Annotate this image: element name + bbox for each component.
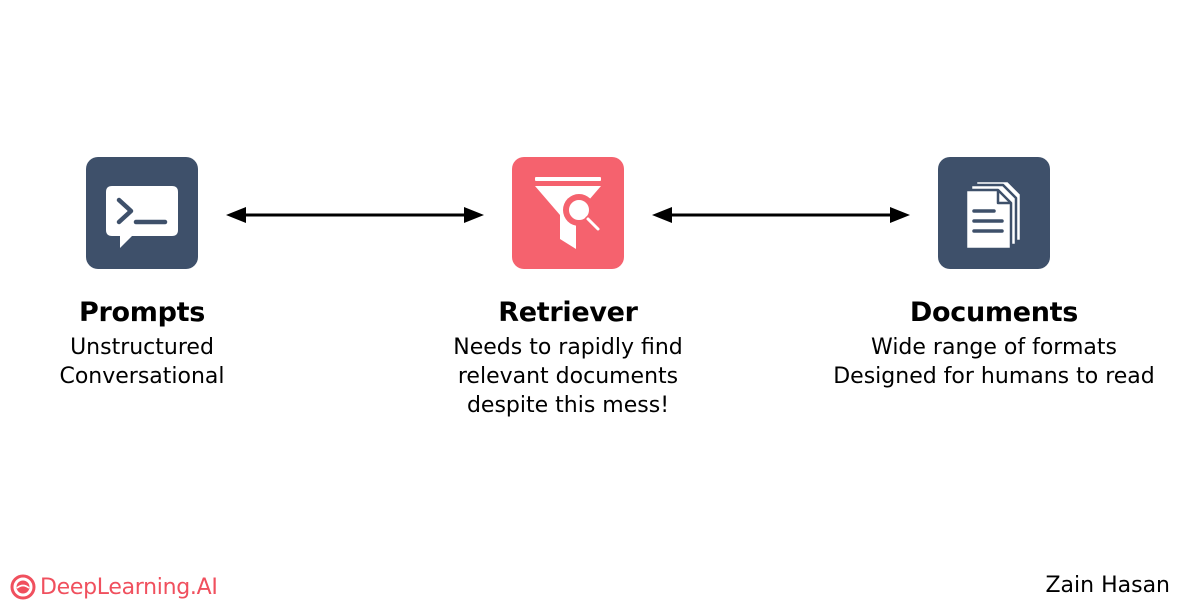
filter-search-icon (535, 177, 601, 249)
documents-icon (964, 179, 1023, 251)
prompts-desc-line: Conversational (59, 364, 225, 389)
retriever-desc-line: relevant documents (457, 364, 679, 389)
brand-name: DeepLearning.AI (40, 574, 218, 600)
documents-desc-line: Designed for humans to read (833, 364, 1155, 389)
documents-title: Documents (909, 297, 1079, 328)
retriever-desc-line: despite this mess! (466, 393, 670, 418)
prompts-description: Unstructured Conversational (22, 333, 262, 391)
deeplearning-ai-logo: DeepLearning.AI (10, 572, 218, 602)
prompts-icon-box (86, 157, 198, 269)
retriever-icon-box (512, 157, 624, 269)
documents-icon-box (938, 157, 1050, 269)
documents-description: Wide range of formats Designed for human… (804, 333, 1184, 391)
author-name: Zain Hasan (1045, 573, 1170, 598)
prompts-desc-line: Unstructured (70, 335, 214, 360)
retriever-desc-line: Needs to rapidly find (453, 335, 683, 360)
documents-desc-line: Wide range of formats (871, 335, 1117, 360)
prompts-title: Prompts (79, 297, 205, 328)
retriever-title: Retriever (498, 297, 638, 328)
bidirectional-arrow (226, 207, 484, 223)
terminal-chat-icon (106, 186, 178, 248)
brand-mark-icon (10, 574, 36, 600)
bidirectional-arrow (652, 207, 910, 223)
retriever-description: Needs to rapidly find relevant documents… (418, 333, 718, 420)
